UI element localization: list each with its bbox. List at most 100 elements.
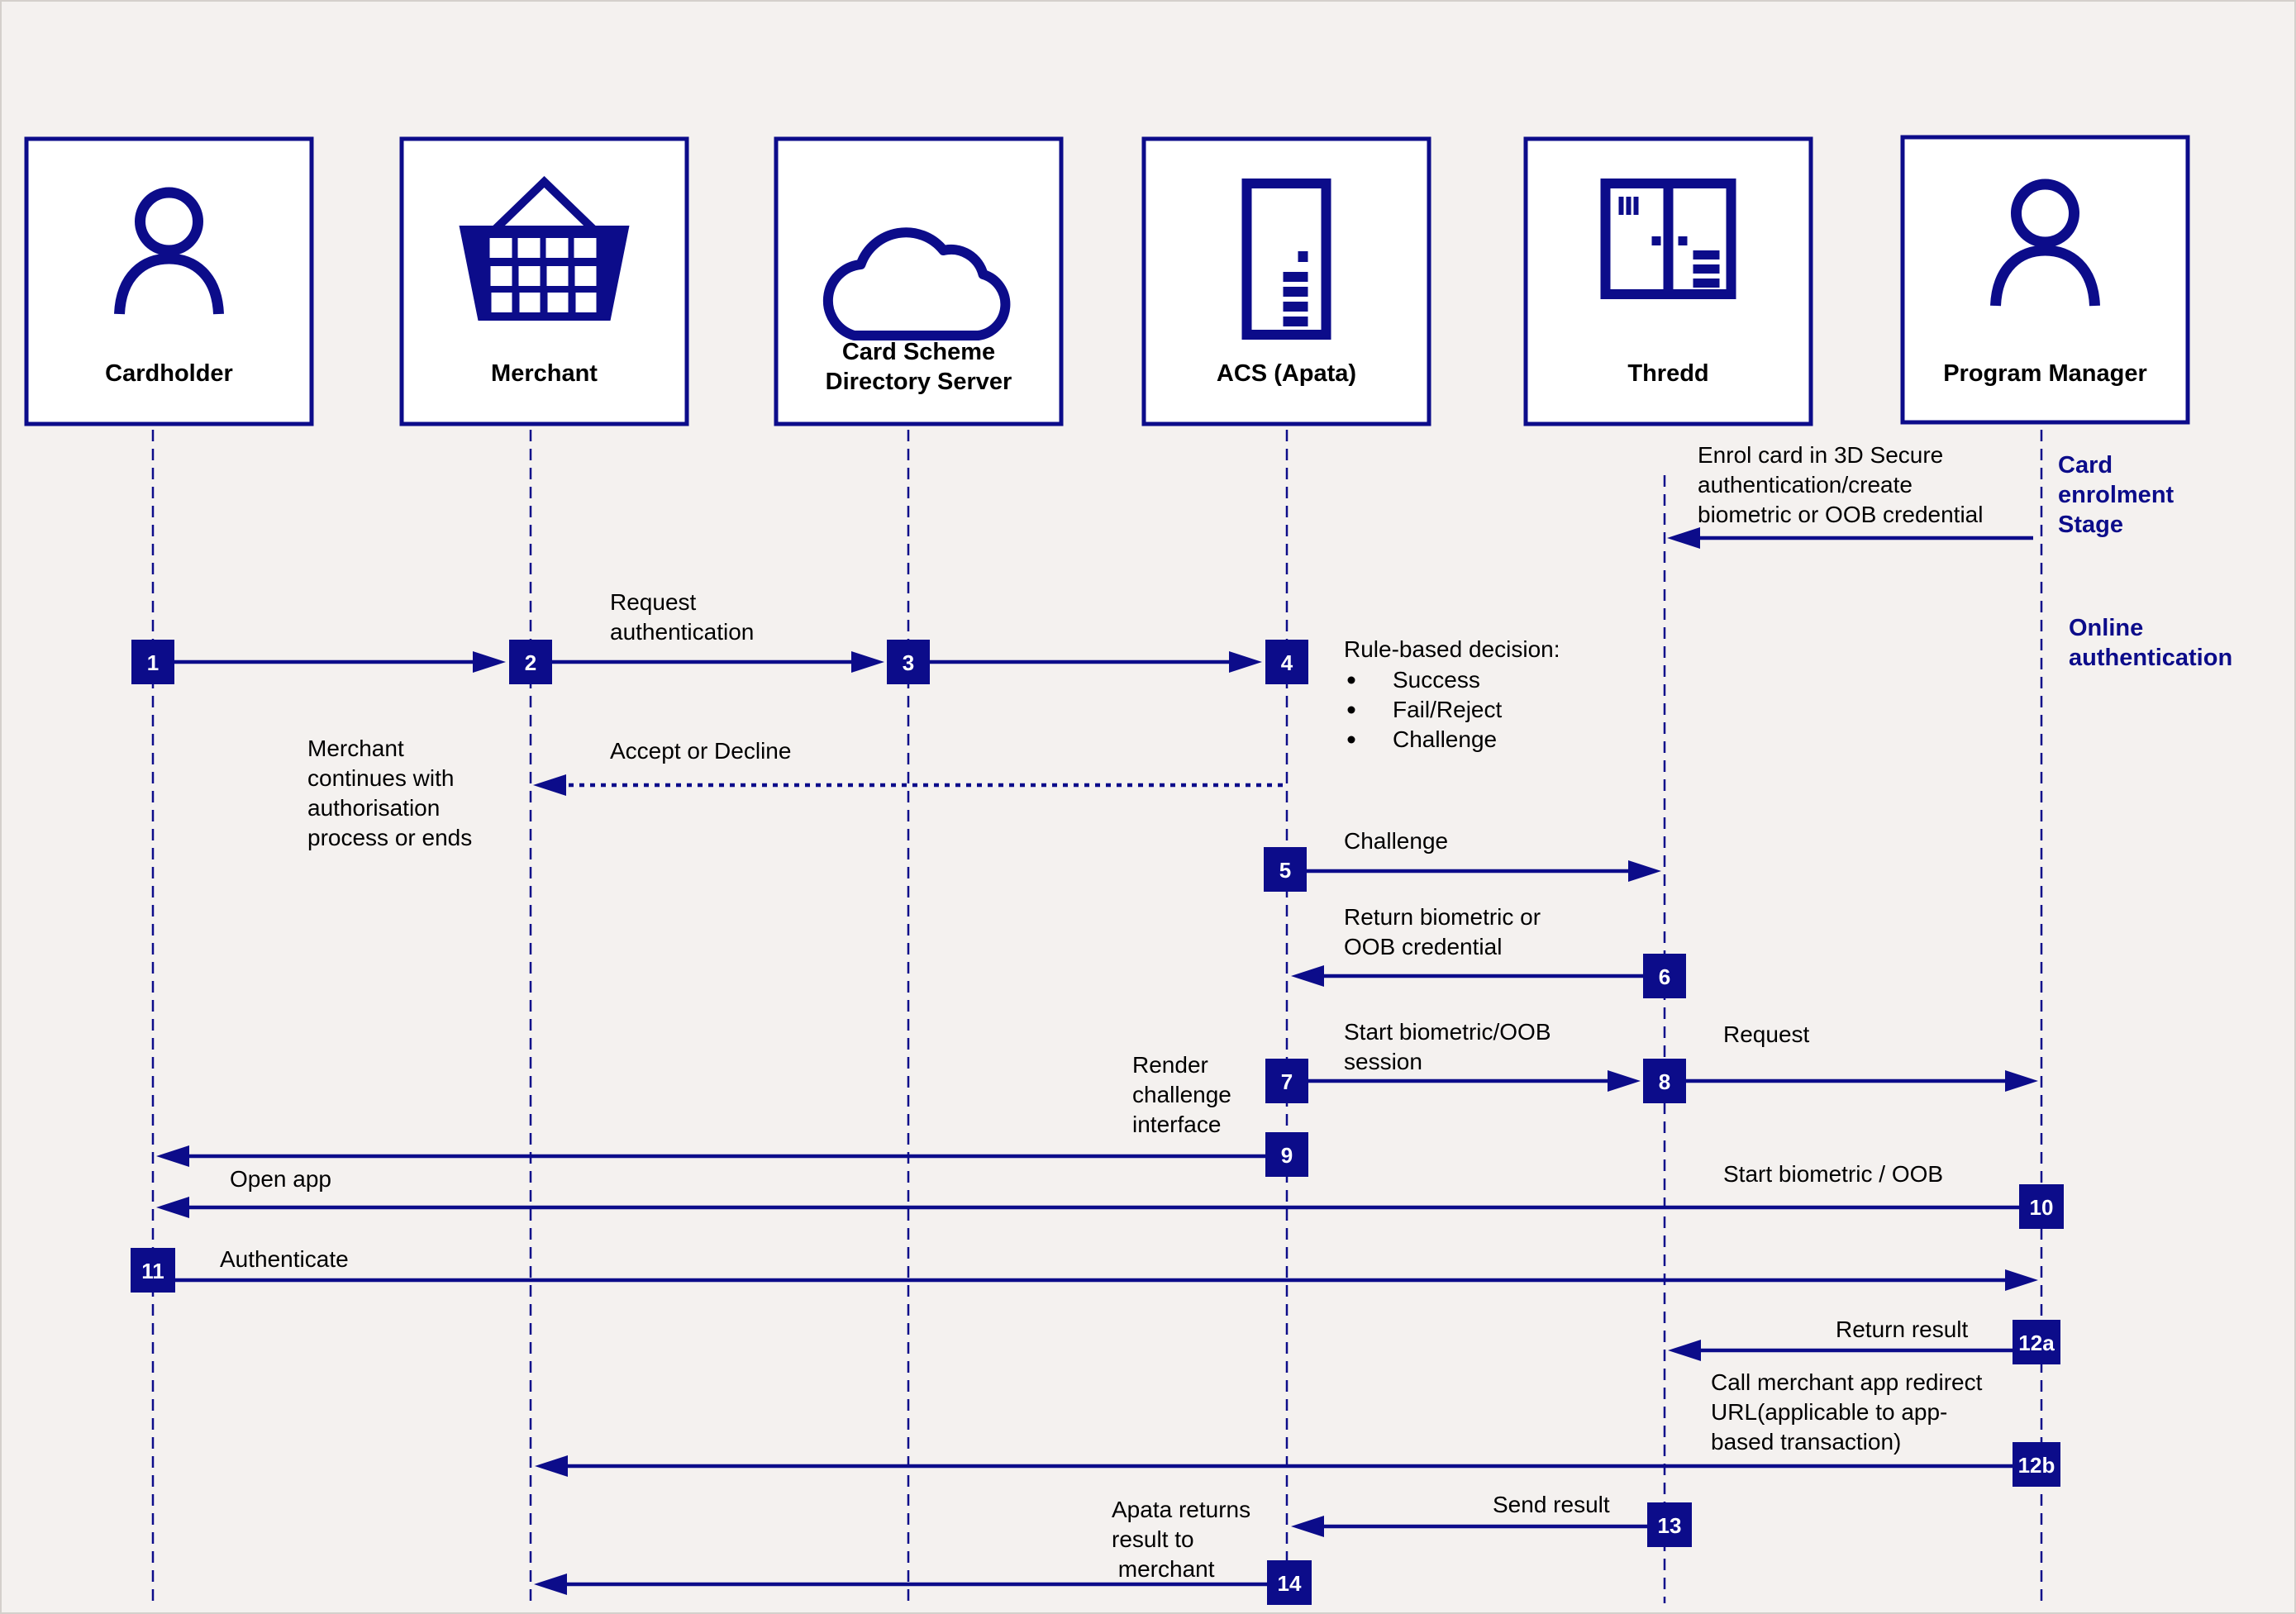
stage-label-line: Online [2069,615,2143,641]
step-number: 8 [1659,1069,1670,1094]
bullet-text: Success [1393,667,1480,693]
message-label: OOB credential [1344,934,1502,959]
message-enrol: Enrol card in 3D Secureauthentication/cr… [1667,442,2033,549]
step-number: 6 [1659,964,1670,989]
basket-cell [574,266,597,286]
rack-bar [1633,197,1639,215]
arrowhead [851,651,884,673]
note-line: merchant [1112,1556,1215,1582]
server-slot [1283,272,1308,282]
message-m12b: Call merchant app redirectURL(applicable… [535,1369,2041,1477]
step-number: 1 [147,650,159,675]
arrowhead [2005,1070,2038,1092]
message-label: biometric or OOB credential [1698,502,1983,527]
step-3: 3 [887,640,930,684]
step-number: 5 [1279,858,1291,883]
message-label: authentication [610,619,754,645]
arrowhead [1291,965,1324,987]
message-m12a: Return result [1668,1316,2041,1361]
arrowhead [2005,1269,2038,1291]
actor-acs: ACS (Apata) [1141,136,1431,426]
actor-cardholder: Cardholder [24,136,314,426]
shopping-basket-icon [459,176,630,321]
message-label: Call merchant app redirect [1711,1369,1983,1395]
basket-cell [490,266,512,286]
basket-cell [575,293,597,312]
step-box [1643,954,1686,998]
step-box [509,640,552,684]
actor-label: Thredd [1627,360,1708,387]
basket-cell [489,238,512,258]
step-box [887,640,930,684]
message-label: based transaction) [1711,1429,1901,1455]
message-m9: Open app [156,1145,1287,1192]
person-head [2011,179,2079,248]
step-number: 13 [1658,1513,1682,1538]
note-line: continues with [307,765,454,791]
message-label: Enrol card in 3D Secure [1698,442,1943,468]
server-slot [1283,302,1308,312]
person-body [114,253,224,315]
rack-slot [1693,279,1720,288]
basket-cell [491,293,512,312]
actor-label: Merchant [491,360,598,387]
note-line: Merchant [307,736,404,761]
person-icon [1990,179,2100,307]
bullet-dot [1347,676,1355,684]
actor-label: Card Scheme [842,339,995,365]
step-number: 10 [2030,1195,2054,1220]
arrowhead [156,1145,189,1167]
step-number: 12a [2018,1331,2055,1355]
server-rack-icon [1600,179,1736,299]
server-slot [1283,287,1308,297]
server-icon [1241,179,1331,340]
note-line: authorisation [307,795,440,821]
basket-cell [547,293,569,312]
message-m13: Send result [1291,1492,1665,1537]
arrowhead [533,774,566,796]
step-7: 7 [1265,1059,1308,1103]
note-line: Apata returns [1112,1497,1250,1522]
step-box [1643,1059,1686,1103]
message-m2-3: Request authentication [531,589,884,673]
message-m1-2 [153,651,506,673]
basket-cell [519,293,541,312]
message-label: URL(applicable to app- [1711,1399,1947,1425]
message-accept-decline: Accept or Decline [533,738,1283,796]
step-number: 11 [141,1259,164,1283]
step-number: 12b [2018,1453,2055,1478]
arrowhead [1668,1340,1701,1361]
actor-merchant: Merchant [399,136,689,426]
step-box [1647,1502,1692,1547]
step-11: 11 [131,1248,175,1293]
message-label: Request [610,589,697,615]
message-label: Request [1723,1021,1810,1047]
basket-cell [546,266,569,286]
step-box [131,640,174,684]
step-box [131,1248,175,1293]
message-m14 [534,1574,1287,1595]
actor-label: Cardholder [105,360,233,387]
message-label: Challenge [1344,828,1448,854]
message-m3-4 [908,651,1262,673]
rack-slot [1693,264,1720,274]
step-number: 3 [903,650,914,675]
arrowhead [473,651,506,673]
note-line: interface [1132,1112,1221,1137]
step-box [1267,1560,1312,1605]
step-number: 9 [1281,1143,1293,1168]
arrowhead [1229,651,1262,673]
server-led [1298,251,1308,262]
stage-label-line: Stage [2058,512,2123,538]
server-slot [1283,317,1308,326]
step-5: 5 [1264,847,1307,892]
message-label: Authenticate [220,1246,349,1272]
note-line: Render [1132,1052,1208,1078]
rack-bar [1626,197,1631,215]
basket-body [459,226,630,321]
